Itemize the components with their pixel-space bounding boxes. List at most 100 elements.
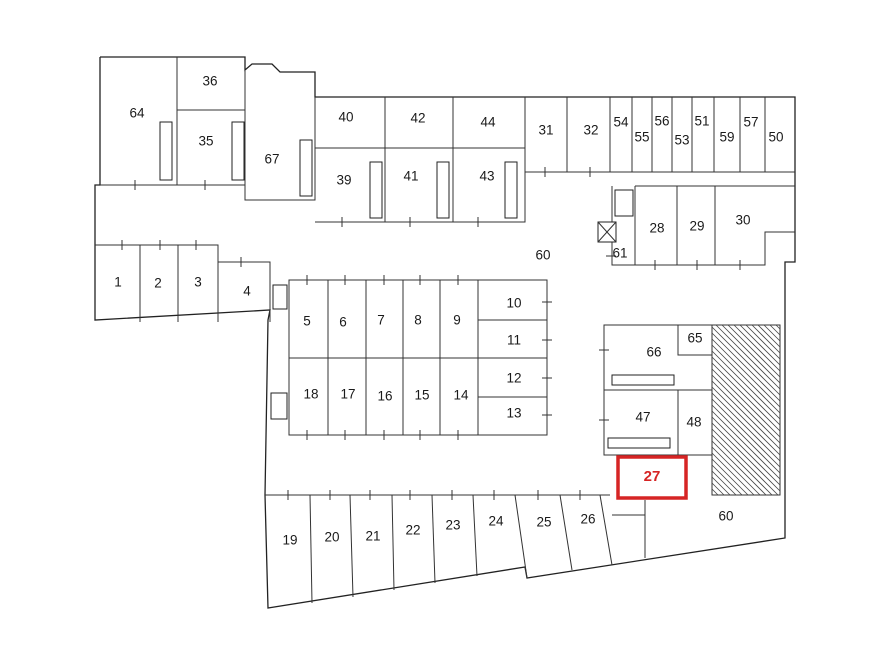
unit-label: 31	[538, 123, 553, 138]
hatched-area	[711, 324, 781, 496]
hatch-line	[711, 338, 781, 408]
unit-label: 40	[338, 110, 353, 125]
unit-label: 10	[506, 296, 521, 311]
hatch-line	[711, 332, 781, 402]
unit-label: 57	[743, 115, 758, 130]
unit-label: 17	[340, 387, 355, 402]
hatch-line	[751, 324, 781, 354]
unit-label: 35	[198, 134, 213, 149]
unit-label: 23	[445, 518, 460, 533]
unit-label: 1	[114, 275, 122, 290]
hatch-line	[711, 428, 779, 496]
unit-label: 20	[324, 530, 339, 545]
hatch-line	[711, 410, 781, 480]
unit-label: 7	[377, 313, 385, 328]
unit-label: 29	[689, 219, 704, 234]
unit-label: 19	[282, 533, 297, 548]
hatch-line	[711, 404, 781, 474]
unit-label: 66	[646, 345, 661, 360]
unit-label: 51	[694, 114, 709, 129]
hatch-line	[711, 458, 749, 496]
unit-label: 15	[414, 388, 429, 403]
unit-label: 12	[506, 371, 521, 386]
hatch-line	[711, 440, 767, 496]
unit-label: 26	[580, 512, 595, 527]
hatch-line	[711, 368, 781, 438]
hatch-line	[763, 324, 781, 342]
unit-label: 13	[506, 406, 521, 421]
hatch-line	[711, 326, 781, 396]
hatch-line	[745, 324, 781, 360]
hatch-line	[711, 434, 773, 496]
hatch-line	[715, 324, 781, 390]
hatch-line	[757, 324, 781, 348]
hatch-line	[711, 488, 719, 496]
area-label: 60	[535, 248, 550, 263]
hatch-line	[711, 446, 761, 496]
unit-label: 4	[243, 284, 251, 299]
hatch-line	[711, 422, 781, 492]
hatch-line	[711, 476, 731, 496]
hatch-line	[711, 344, 781, 414]
unit-label: 3	[194, 275, 202, 290]
unit-label: 39	[336, 173, 351, 188]
unit-label: 11	[507, 333, 521, 348]
unit-label: 48	[686, 415, 701, 430]
unit-label: 22	[405, 523, 420, 538]
hatch-line	[711, 380, 781, 450]
hatch-line	[711, 398, 781, 468]
hatch-line	[711, 374, 781, 444]
unit-label: 25	[536, 515, 551, 530]
unit-label: 18	[303, 387, 318, 402]
unit-label: 21	[365, 529, 380, 544]
highlighted-unit-frame	[616, 455, 688, 500]
hatch-line	[769, 324, 781, 336]
hatch-line	[711, 386, 781, 456]
hatch-line	[727, 324, 781, 378]
unit-label: 8	[414, 313, 422, 328]
hatch-line	[711, 350, 781, 420]
unit-label: 28	[649, 221, 664, 236]
hatch-line	[711, 452, 755, 496]
unit-label: 2	[154, 276, 162, 291]
unit-label: 5	[303, 314, 311, 329]
unit-label: 56	[654, 114, 669, 129]
door-ticks	[121, 167, 741, 500]
unit-label: 14	[453, 388, 469, 403]
hatch-line	[711, 482, 725, 496]
hatch-line	[711, 416, 781, 486]
unit-label: 32	[583, 123, 598, 138]
unit-label: 9	[453, 313, 461, 328]
unit-label: 64	[129, 106, 145, 121]
unit-label: 42	[410, 111, 425, 126]
unit-label: 24	[488, 514, 504, 529]
unit-label: 59	[719, 130, 734, 145]
unit-label: 41	[403, 169, 418, 184]
unit-labels: 1 2 3 4 5 6 7 8 9 10 11 12 13 14 15 16 1…	[114, 74, 783, 548]
unit-label: 43	[479, 169, 494, 184]
hatch-line	[739, 324, 781, 366]
unit-label: 30	[735, 213, 750, 228]
building-outline	[94, 56, 796, 609]
unit-label: 65	[687, 331, 702, 346]
hatch-line	[711, 464, 743, 496]
hatch-line	[711, 362, 781, 432]
hatch-line	[721, 324, 781, 384]
hatch-line	[711, 392, 781, 462]
unit-label: 50	[768, 130, 783, 145]
unit-label: 55	[634, 130, 649, 145]
unit-label: 54	[613, 115, 629, 130]
hatch-line	[733, 324, 781, 372]
hatch-line	[775, 324, 781, 330]
unit-label: 61	[612, 246, 627, 261]
unit-label: 44	[480, 115, 496, 130]
area-label: 60	[718, 509, 733, 524]
unit-label: 47	[635, 410, 650, 425]
unit-label: 67	[264, 152, 279, 167]
highlighted-unit-label: 27	[644, 468, 661, 485]
unit-label: 53	[674, 133, 689, 148]
unit-label: 6	[339, 315, 347, 330]
unit-label: 16	[377, 389, 392, 404]
unit-label: 36	[202, 74, 217, 89]
